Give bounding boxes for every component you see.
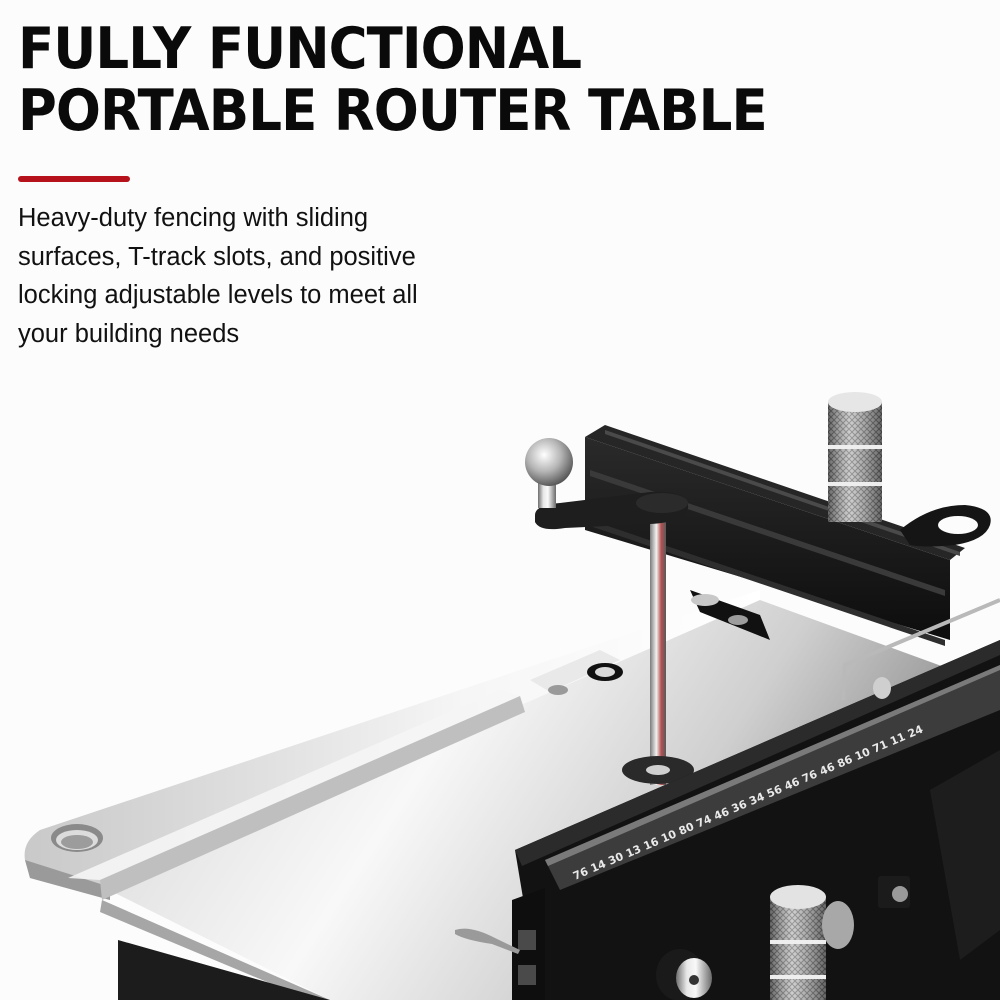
headline: FULLY FUNCTIONAL PORTABLE ROUTER TABLE	[18, 16, 768, 144]
back-knurled-knob	[828, 392, 882, 522]
accent-divider	[18, 176, 130, 182]
front-fence-with-ruler	[455, 640, 1000, 1000]
description-line: Heavy-duty fencing with sliding	[18, 204, 369, 232]
back-fence	[585, 425, 965, 646]
front-lock-knob	[656, 949, 712, 1000]
headline-line-1: FULLY FUNCTIONAL	[18, 16, 582, 82]
description-line: locking adjustable levels to meet all	[18, 281, 418, 309]
clear-guard-arm	[841, 598, 1000, 701]
description-line: surfaces, T-track slots, and positive	[18, 242, 416, 271]
fence-loop-handle	[900, 505, 991, 547]
hold-down-clamp	[525, 438, 694, 785]
description-line: your building needs	[18, 319, 240, 348]
front-hex-bolt	[878, 876, 910, 908]
feature-description: Heavy-duty fencing with sliding surfaces…	[18, 199, 488, 353]
headline-line-2: PORTABLE ROUTER TABLE	[18, 78, 768, 144]
front-knurled-knob	[770, 885, 854, 1000]
